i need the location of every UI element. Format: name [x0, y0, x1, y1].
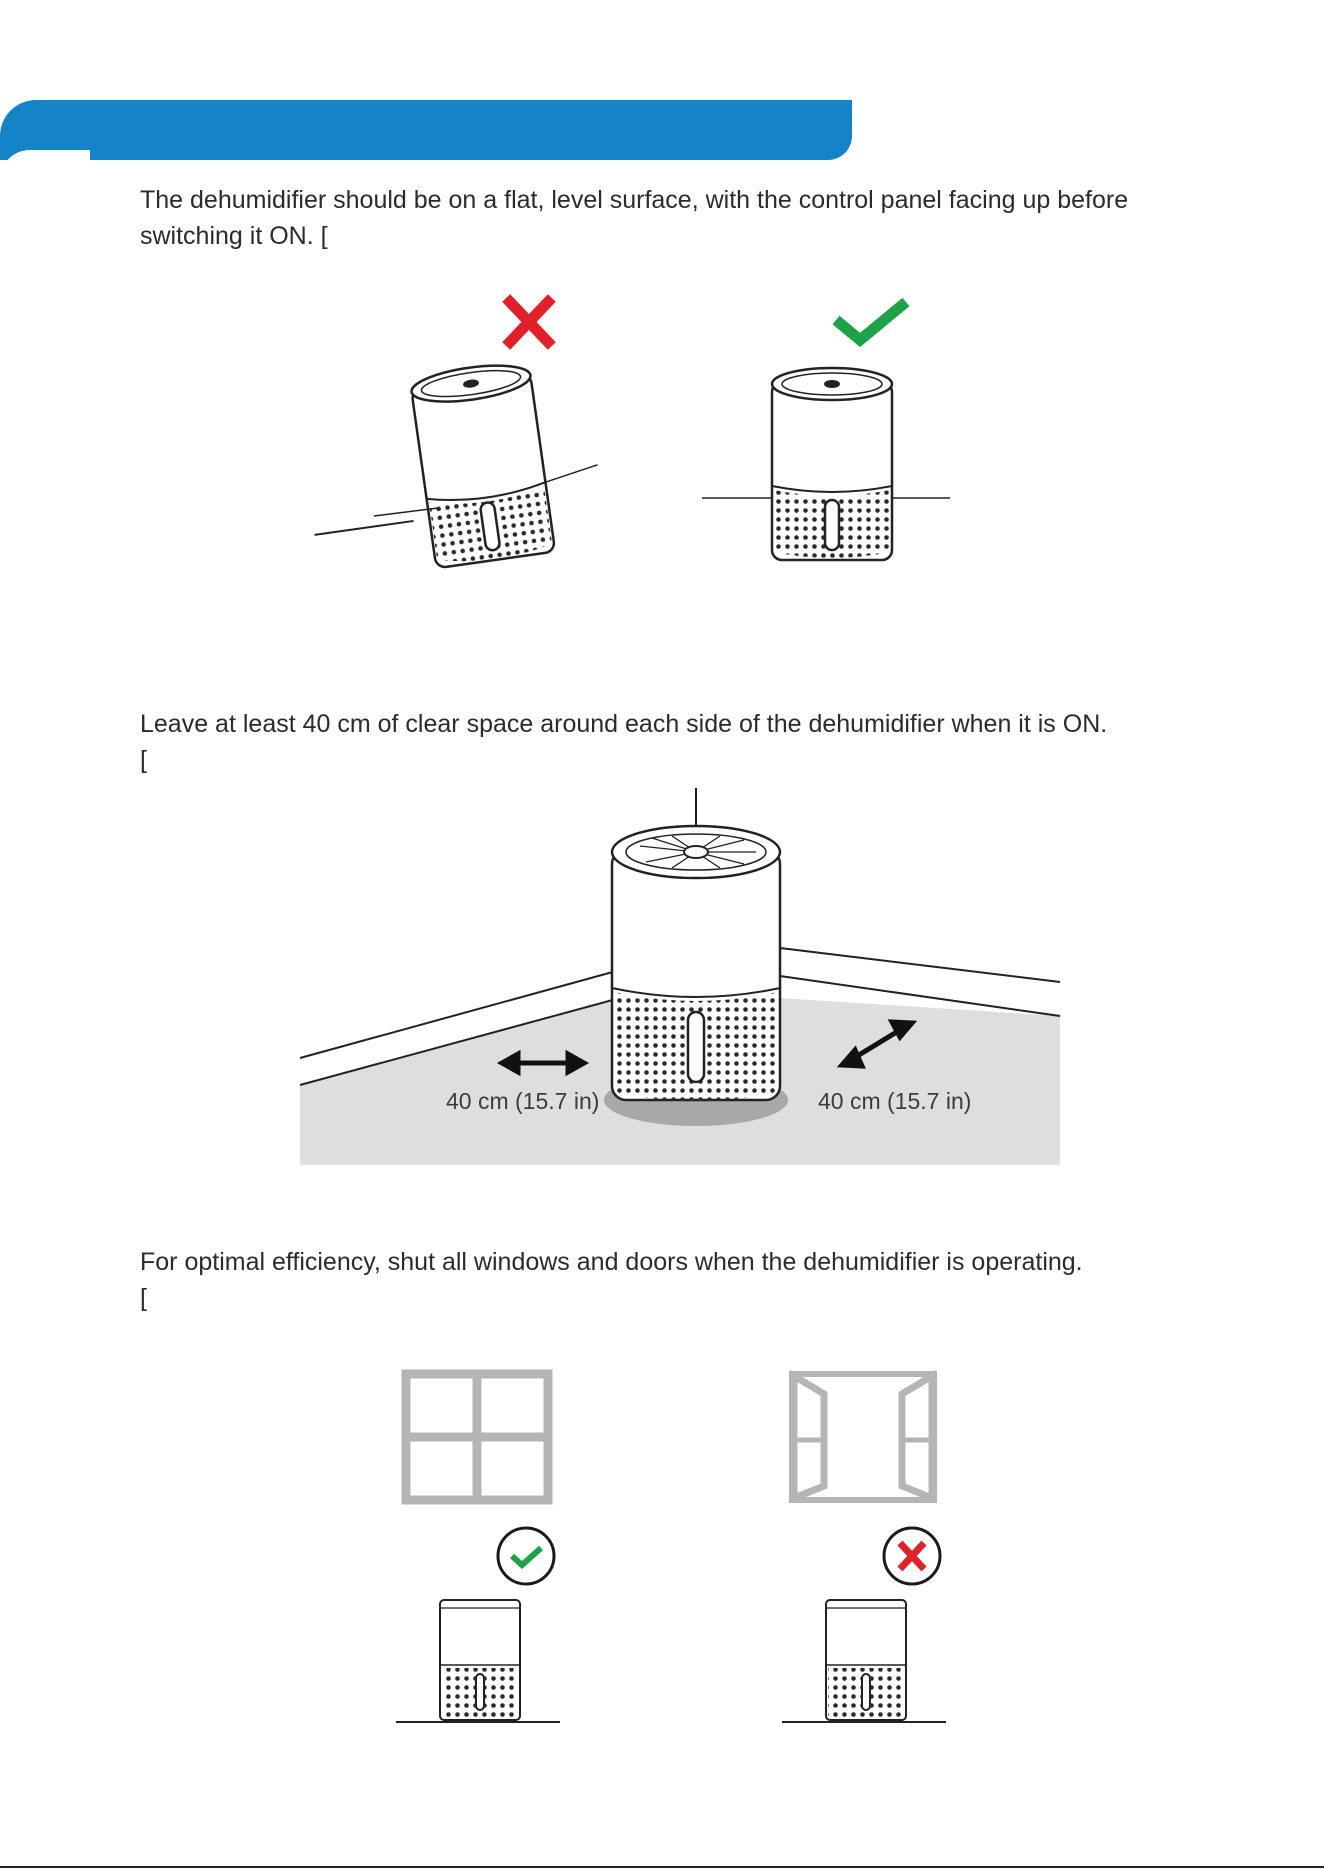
left-clearance-label: 40 cm (15.7 in) — [446, 1088, 600, 1114]
right-clearance-label: 40 cm (15.7 in) — [818, 1088, 972, 1114]
windows-instruction: For optimal efficiency, shut all windows… — [140, 1244, 1220, 1316]
check-circle-icon — [496, 1526, 556, 1586]
cross-circle-icon — [882, 1526, 942, 1586]
clearance-line-1: Leave at least 40 cm of clear space arou… — [140, 710, 1108, 738]
level-dehumidifier — [702, 366, 950, 562]
closed-window — [401, 1369, 553, 1505]
clearance-line-2: [ — [140, 746, 147, 774]
flat-surface-instruction: The dehumidifier should be on a flat, le… — [140, 182, 1220, 254]
level-surface-illustration — [314, 294, 950, 569]
check-icon — [832, 297, 910, 348]
section-header-band — [0, 100, 852, 160]
cross-icon — [502, 294, 556, 350]
flat-surface-line-2: switching it ON. [ — [140, 222, 328, 250]
corner-dehumidifier — [610, 788, 782, 1102]
flat-surface-line-1: The dehumidifier should be on a flat, le… — [140, 186, 1129, 214]
right-clearance-arrow — [836, 1019, 918, 1069]
clearance-instruction: Leave at least 40 cm of clear space arou… — [140, 706, 1220, 778]
left-clearance-arrow — [496, 1049, 590, 1077]
windows-line-2: [ — [140, 1284, 147, 1312]
dehumidifier-closed-room — [396, 1599, 560, 1723]
footer-rule — [0, 1866, 1324, 1868]
open-window — [789, 1369, 937, 1504]
windows-line-1: For optimal efficiency, shut all windows… — [140, 1248, 1083, 1276]
header-band-notch — [0, 150, 90, 180]
dehumidifier-open-room — [782, 1599, 946, 1723]
tilted-dehumidifier — [314, 364, 598, 569]
clearance-illustration — [299, 788, 1061, 1165]
windows-illustration — [396, 1369, 946, 1723]
